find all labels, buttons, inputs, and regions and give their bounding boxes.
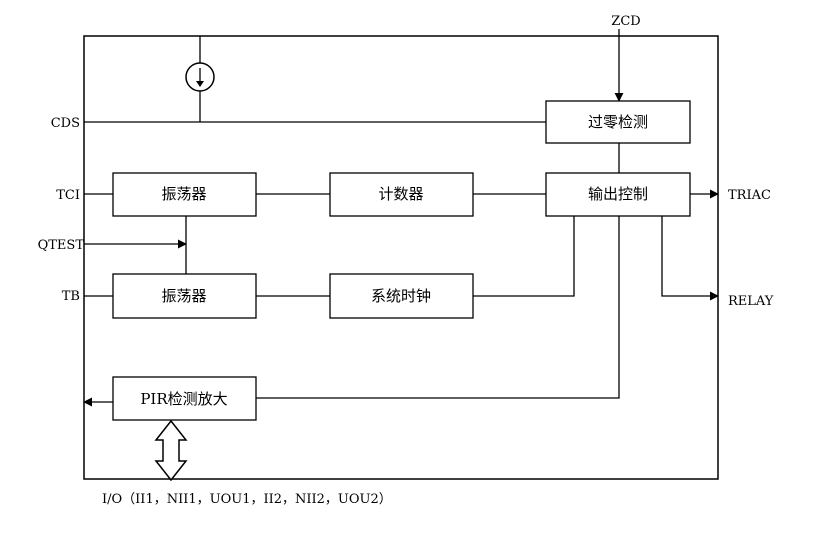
pin-tci: TCI bbox=[56, 188, 80, 203]
pin-triac: TRIAC bbox=[728, 188, 771, 203]
current-source-icon bbox=[185, 62, 215, 92]
counter-label: 计数器 bbox=[378, 185, 423, 203]
pin-qtest: QTEST bbox=[38, 238, 85, 253]
oscillator-2-block: 振荡器 bbox=[112, 273, 257, 319]
pir-amp-block: PIR检测放大 bbox=[112, 376, 257, 421]
counter-block: 计数器 bbox=[329, 172, 474, 217]
output-control-block: 输出控制 bbox=[545, 172, 691, 217]
zero-detect-label: 过零检测 bbox=[588, 113, 648, 131]
clock-output-wire bbox=[473, 216, 575, 297]
pin-cds: CDS bbox=[51, 116, 80, 131]
pir-amp-label: PIR检测放大 bbox=[140, 390, 227, 408]
oscillator-1-block: 振荡器 bbox=[112, 172, 257, 217]
oscillator-2-label: 振荡器 bbox=[161, 287, 206, 305]
bidirectional-arrow-icon bbox=[154, 419, 188, 482]
io-pins-label: I/O（II1，NII1，UOU1，II2，NII2，UOU2） bbox=[102, 492, 392, 507]
pir-output-wire bbox=[256, 216, 620, 399]
pin-tb: TB bbox=[62, 289, 80, 304]
pin-relay: RELAY bbox=[728, 294, 774, 309]
output-control-label: 输出控制 bbox=[588, 185, 648, 203]
pin-zcd: ZCD bbox=[611, 14, 640, 29]
relay-wire bbox=[661, 216, 719, 301]
system-clock-block: 系统时钟 bbox=[329, 273, 474, 319]
chip-outline bbox=[83, 35, 719, 480]
zero-detect-block: 过零检测 bbox=[545, 100, 691, 144]
system-clock-label: 系统时钟 bbox=[371, 287, 431, 305]
connections bbox=[83, 29, 719, 407]
oscillator-1-label: 振荡器 bbox=[161, 185, 206, 203]
